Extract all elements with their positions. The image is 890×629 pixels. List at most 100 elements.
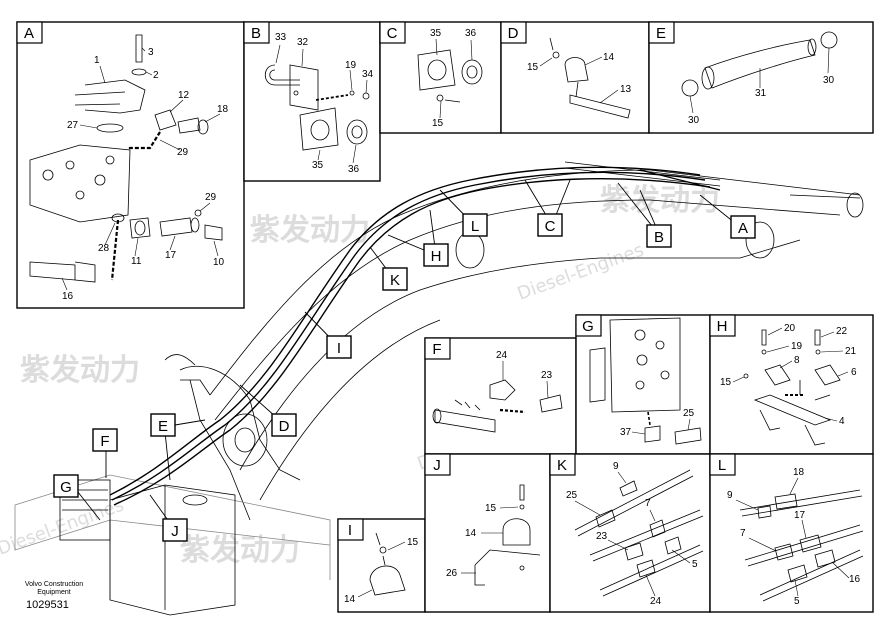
svg-text:25: 25 [683, 408, 695, 419]
svg-text:29: 29 [177, 147, 189, 158]
detail-panel-B: B 33 32 19 34 35 36 [243, 21, 381, 182]
svg-text:18: 18 [793, 467, 805, 478]
svg-text:H: H [431, 248, 442, 265]
detail-panel-C: C 35 36 15 [379, 21, 502, 134]
svg-text:16: 16 [849, 574, 861, 585]
detail-panel-H: H 20 22 19 21 8 15 6 4 [709, 314, 874, 455]
svg-text:34: 34 [362, 69, 374, 80]
svg-text:I: I [337, 340, 341, 357]
callout-tag-I[interactable]: I [326, 335, 352, 359]
part-labels-I: 15 14 [344, 537, 419, 605]
svg-text:14: 14 [465, 528, 477, 539]
watermark-brand: 紫发动力 [20, 353, 140, 388]
callout-tag-F[interactable]: F [92, 428, 118, 452]
svg-text:18: 18 [217, 104, 229, 115]
svg-text:30: 30 [688, 115, 700, 126]
svg-text:17: 17 [165, 250, 177, 261]
svg-text:26: 26 [446, 568, 458, 579]
svg-text:19: 19 [345, 60, 357, 71]
svg-text:32: 32 [297, 37, 309, 48]
panel-title: B [251, 25, 261, 42]
callout-tag-K[interactable]: K [382, 267, 408, 291]
svg-text:7: 7 [645, 498, 651, 509]
part-labels-C: 35 36 15 [430, 28, 477, 129]
callout-tag-A[interactable]: A [730, 215, 756, 239]
svg-text:14: 14 [603, 52, 615, 63]
detail-panel-F: F 24 23 [424, 337, 577, 455]
detail-panel-K: K 9 25 7 23 5 24 [549, 453, 711, 613]
svg-text:5: 5 [794, 596, 800, 607]
watermark-brand: 紫发动力 [250, 213, 370, 248]
svg-text:37: 37 [620, 427, 632, 438]
part-labels-G: 37 25 [620, 408, 695, 438]
part-labels-D: 15 14 13 [527, 52, 632, 95]
callout-tag-D[interactable]: D [271, 413, 297, 437]
callout-tag-H[interactable]: H [423, 243, 449, 267]
callout-tag-E[interactable]: E [150, 413, 176, 437]
svg-text:36: 36 [465, 28, 477, 39]
part-labels-A: 3 2 1 12 18 27 29 29 28 11 17 10 16 [62, 47, 229, 302]
svg-text:15: 15 [527, 62, 539, 73]
panel-title: A [24, 25, 34, 42]
svg-text:L: L [471, 218, 479, 235]
credit-line: Volvo Construction Equipment [12, 581, 96, 597]
svg-text:J: J [171, 523, 179, 540]
leaders-A [61, 47, 221, 291]
callout-tags: A B C D E F G H I J K L [53, 213, 756, 542]
detail-panel-L: L 18 9 17 7 16 5 [709, 453, 874, 613]
svg-text:29: 29 [205, 192, 217, 203]
svg-text:19: 19 [791, 341, 803, 352]
callout-tag-J[interactable]: J [162, 518, 188, 542]
panel-title: H [717, 318, 728, 335]
svg-text:A: A [738, 220, 748, 237]
svg-text:16: 16 [62, 291, 74, 302]
svg-text:13: 13 [620, 84, 632, 95]
svg-text:15: 15 [432, 118, 444, 129]
part-labels-B: 33 32 19 34 35 36 [275, 32, 374, 175]
credit-company: Volvo Construction [24, 581, 84, 588]
svg-text:4: 4 [839, 416, 845, 427]
detail-panel-D: D 15 14 13 [500, 21, 650, 134]
svg-text:E: E [158, 418, 168, 435]
part-labels-K: 9 25 7 23 5 24 [566, 461, 698, 607]
svg-text:C: C [545, 218, 556, 235]
svg-text:23: 23 [596, 531, 608, 542]
credit-division: Equipment [37, 589, 71, 596]
svg-text:14: 14 [344, 594, 356, 605]
svg-text:31: 31 [755, 88, 767, 99]
callout-tag-G[interactable]: G [53, 474, 79, 498]
svg-text:15: 15 [485, 503, 497, 514]
svg-text:15: 15 [407, 537, 419, 548]
svg-text:2: 2 [153, 70, 159, 81]
svg-text:11: 11 [131, 256, 142, 267]
boom-drawing [14, 161, 864, 616]
svg-text:F: F [100, 433, 109, 450]
svg-text:5: 5 [692, 559, 698, 570]
panel-title: J [433, 457, 441, 474]
callout-tag-C[interactable]: C [537, 213, 563, 237]
svg-text:22: 22 [836, 326, 848, 337]
svg-text:K: K [390, 272, 400, 289]
panel-title: G [582, 318, 594, 335]
panel-title: F [432, 341, 441, 358]
svg-text:35: 35 [312, 160, 324, 171]
detail-panel-I: I 15 14 [337, 518, 426, 613]
svg-text:30: 30 [823, 75, 835, 86]
callout-tag-B[interactable]: B [646, 224, 672, 248]
svg-text:21: 21 [845, 346, 857, 357]
svg-text:B: B [654, 229, 664, 246]
svg-text:25: 25 [566, 490, 578, 501]
svg-text:G: G [60, 479, 72, 496]
svg-text:24: 24 [650, 596, 662, 607]
part-labels-F: 24 23 [496, 350, 553, 381]
svg-text:D: D [279, 418, 290, 435]
part-labels-H: 20 22 19 21 8 15 6 4 [720, 323, 857, 427]
detail-panel-E: E 31 30 30 [648, 21, 874, 134]
svg-text:20: 20 [784, 323, 796, 334]
svg-text:9: 9 [613, 461, 619, 472]
callout-tag-L[interactable]: L [462, 213, 488, 237]
svg-text:17: 17 [794, 510, 806, 521]
svg-text:6: 6 [851, 367, 857, 378]
detail-panel-G: G 37 25 [575, 314, 711, 455]
